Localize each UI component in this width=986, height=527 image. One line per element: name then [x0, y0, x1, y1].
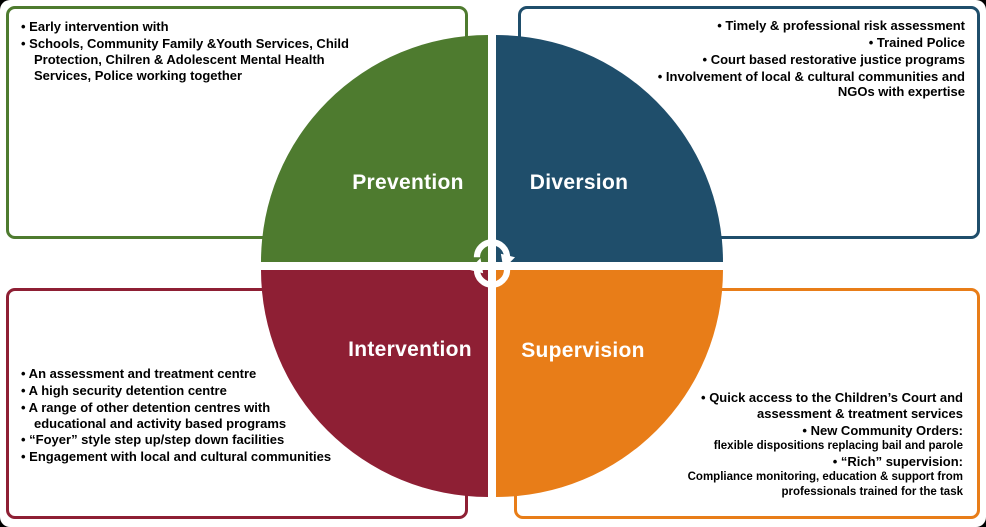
- bullet-item: • Early intervention with: [21, 19, 169, 34]
- bullet-item: • Trained Police: [868, 34, 965, 50]
- bullet-subtext: Compliance monitoring, education & suppo…: [687, 471, 963, 498]
- bullet-item: • Court based restorative justice progra…: [702, 51, 965, 67]
- prevention-bullet-list: • Early intervention with• Schools, Comm…: [21, 18, 353, 84]
- bullet-item: • Schools, Community Family &Youth Servi…: [21, 35, 349, 83]
- supervision-label: Supervision: [521, 339, 645, 362]
- bullet-subtext: flexible dispositions replacing bail and…: [713, 440, 963, 453]
- intervention-bullet-list: • An assessment and treatment centre• A …: [21, 365, 343, 466]
- prevention-label: Prevention: [352, 171, 464, 194]
- bullet-item: • New Community Orders:flexible disposit…: [625, 423, 963, 453]
- bullet-item: • A range of other detention centres wit…: [21, 399, 287, 431]
- bullet-item: • An assessment and treatment centre: [21, 365, 257, 381]
- diversion-bullet-list: • Timely & professional risk assessment•…: [640, 17, 965, 101]
- bullet-item: • Quick access to the Children’s Court a…: [701, 390, 963, 422]
- supervision-bullet-list: • Quick access to the Children’s Court a…: [625, 389, 963, 500]
- bullet-item: • “Foyer” style step up/step down facili…: [21, 432, 285, 448]
- cycle-arrows-icon: [461, 233, 523, 300]
- bullet-item: • Involvement of local & cultural commun…: [657, 68, 965, 100]
- diversion-label: Diversion: [529, 171, 629, 194]
- bullet-item: • Engagement with local and cultural com…: [21, 449, 332, 465]
- bullet-item: • A high security detention centre: [21, 382, 227, 398]
- intervention-label: Intervention: [348, 338, 472, 361]
- bullet-item: • Timely & professional risk assessment: [717, 18, 965, 33]
- bullet-item: • “Rich” supervision:Compliance monitori…: [625, 454, 963, 499]
